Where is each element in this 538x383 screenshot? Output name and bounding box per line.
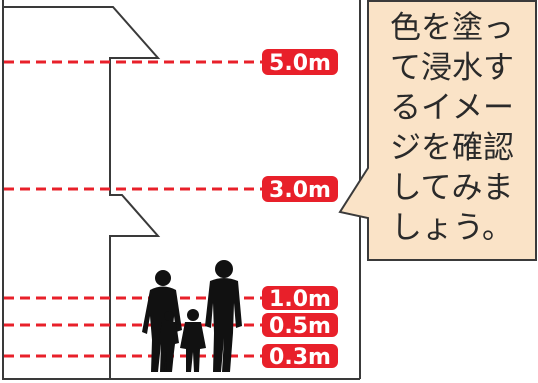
level-marker-5-0m: 5.0m [4, 49, 338, 76]
child-right-figure [180, 309, 206, 372]
callout-line: るイメー [390, 90, 514, 126]
level-badge [262, 344, 338, 368]
callout-line: て浸水す [390, 50, 514, 86]
level-label: 0.5m [269, 314, 331, 339]
levels-layer: 5.0m 3.0m 1.0m0.5m 0.3m [4, 49, 338, 370]
level-badge [262, 286, 338, 310]
building-wall [2, 0, 360, 380]
level-label: 0.3m [269, 345, 331, 370]
level-label: 5.0m [269, 51, 331, 76]
level-badge [262, 313, 338, 337]
level-label: 3.0m [269, 178, 331, 203]
level-marker-3-0m: 3.0m [4, 176, 338, 203]
upper-roof-line [3, 6, 161, 379]
level-label: 1.0m [269, 287, 331, 312]
level-badge [262, 49, 338, 75]
level-badge [262, 176, 338, 202]
callout-line: ジを確認 [390, 130, 514, 166]
callout-line: してみま [390, 170, 513, 206]
family-silhouette [142, 260, 242, 372]
callout-bubble [338, 0, 537, 261]
callout-line: しょう。 [391, 210, 513, 246]
child-left-figure [158, 311, 179, 372]
adult-right-figure [205, 260, 242, 372]
callout-line: 色を塗っ [390, 10, 514, 46]
